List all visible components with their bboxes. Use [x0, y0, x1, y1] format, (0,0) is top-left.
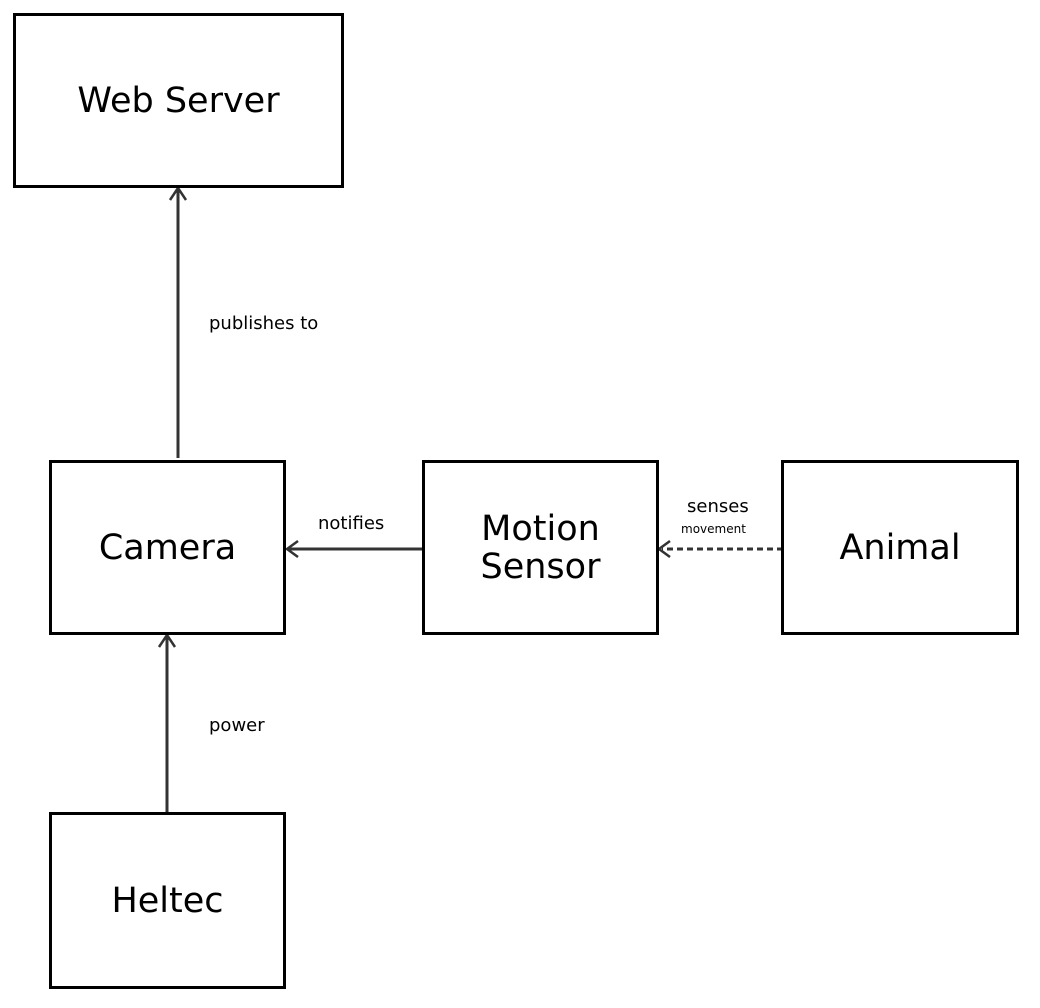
- edge-label-publishes-to: publishes to: [209, 313, 319, 334]
- node-web-server: Web Server: [13, 13, 344, 188]
- node-web-server-label: Web Server: [77, 80, 280, 121]
- node-heltec-label: Heltec: [111, 880, 224, 921]
- node-heltec: Heltec: [49, 812, 286, 989]
- arrowhead-notifies: [284, 539, 299, 559]
- node-motion-sensor: Motion Sensor: [422, 460, 659, 635]
- edge-label-movement: movement: [681, 522, 746, 536]
- edge-label-senses: senses: [687, 496, 749, 517]
- edge-label-power: power: [209, 715, 265, 736]
- node-camera: Camera: [49, 460, 286, 635]
- node-camera-label: Camera: [98, 527, 237, 568]
- edge-label-notifies: notifies: [318, 513, 385, 534]
- node-animal: Animal: [781, 460, 1019, 635]
- arrowhead-power: [157, 632, 177, 648]
- node-animal-label: Animal: [839, 527, 961, 568]
- node-motion-sensor-label-line2: Sensor: [480, 546, 601, 587]
- node-motion-sensor-label-line1: Motion: [481, 508, 600, 549]
- arrowhead-publishes-to: [168, 185, 188, 201]
- arrowhead-senses-movement: [656, 539, 671, 559]
